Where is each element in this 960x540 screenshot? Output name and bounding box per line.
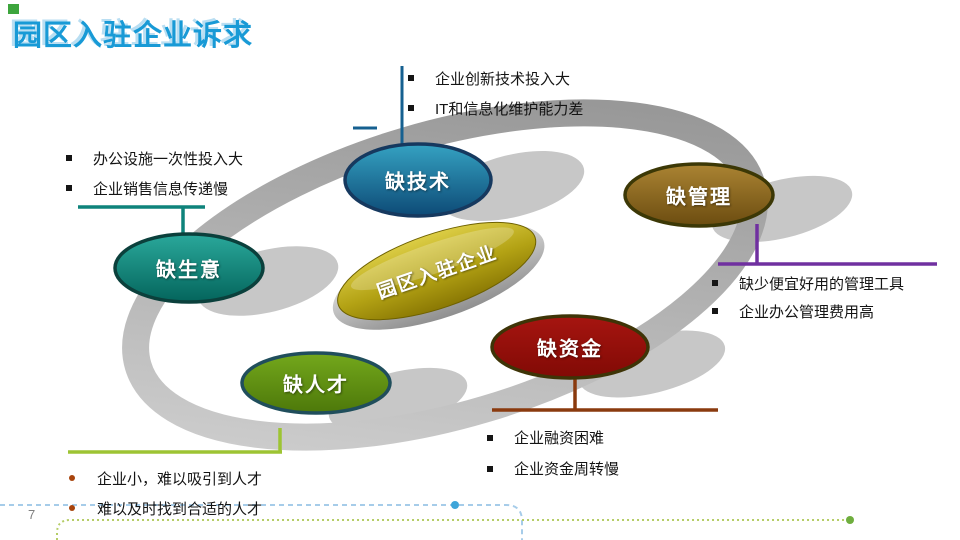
center-gloss xyxy=(350,227,514,291)
footer-green-dot-icon xyxy=(846,516,854,524)
node-funding-label: 缺资金 xyxy=(537,338,603,361)
bullet-text: IT和信息化维护能力差 xyxy=(435,100,584,118)
list-item: 办公设施一次性投入大 xyxy=(66,143,243,173)
footer-blue-dashed-line xyxy=(0,504,523,540)
bullet-text: 办公设施一次性投入大 xyxy=(93,150,244,168)
bullet-square-icon xyxy=(66,155,72,161)
bullet-list-business: 办公设施一次性投入大 企业销售信息传递慢 xyxy=(66,143,243,203)
bullet-text: 企业融资困难 xyxy=(514,430,605,447)
bullet-list-funding: 企业融资困难 企业资金周转慢 xyxy=(487,422,619,484)
bullet-square-icon xyxy=(408,75,414,81)
list-item: 企业资金周转慢 xyxy=(487,453,619,484)
bullet-square-icon xyxy=(712,280,718,286)
bullet-list-management: 缺少便宜好用的管理工具 企业办公管理费用高 xyxy=(712,269,904,325)
bullet-square-icon xyxy=(487,434,493,441)
bullet-square-icon xyxy=(712,308,718,314)
bullet-text: 企业创新技术投入大 xyxy=(435,70,571,88)
list-item: 缺少便宜好用的管理工具 xyxy=(712,269,904,297)
bullet-list-tech: 企业创新技术投入大 IT和信息化维护能力差 xyxy=(408,63,583,123)
bullet-text: 企业办公管理费用高 xyxy=(739,303,875,321)
bullet-text: 企业小，难以吸引到人才 xyxy=(97,470,263,488)
bullet-text: 难以及时找到合适的人才 xyxy=(97,500,263,518)
bullet-dot-icon xyxy=(69,475,75,481)
bullet-text: 企业资金周转慢 xyxy=(514,461,620,478)
bullet-square-icon xyxy=(408,105,414,111)
corner-square-icon xyxy=(8,4,19,14)
list-item: 企业小，难以吸引到人才 xyxy=(69,463,262,493)
bullet-dot-icon xyxy=(69,505,75,511)
page-number: 7 xyxy=(28,507,36,522)
footer-green-dotted-line xyxy=(56,519,848,540)
node-tech-label: 缺技术 xyxy=(385,171,451,194)
center-body xyxy=(337,221,537,321)
list-item: 企业创新技术投入大 xyxy=(408,63,583,93)
node-business-label: 缺生意 xyxy=(156,259,222,282)
footer-blue-dot-icon xyxy=(451,501,459,509)
node-center xyxy=(332,221,545,330)
node-management-label: 缺管理 xyxy=(666,186,732,209)
bullet-square-icon xyxy=(66,185,72,191)
node-business xyxy=(113,232,265,304)
node-talent-label: 缺人才 xyxy=(283,374,349,397)
node-management xyxy=(623,162,775,228)
list-item: 企业办公管理费用高 xyxy=(712,297,904,325)
list-item: 企业销售信息传递慢 xyxy=(66,173,243,203)
bullet-text: 企业销售信息传递慢 xyxy=(93,180,229,198)
bullet-text: 缺少便宜好用的管理工具 xyxy=(739,275,905,293)
node-talent xyxy=(240,351,392,415)
list-item: IT和信息化维护能力差 xyxy=(408,93,583,123)
bullet-list-talent: 企业小，难以吸引到人才 难以及时找到合适的人才 xyxy=(69,463,262,523)
node-funding xyxy=(490,314,650,380)
bullet-square-icon xyxy=(487,465,493,472)
node-tech xyxy=(343,142,493,218)
list-item: 难以及时找到合适的人才 xyxy=(69,493,262,523)
page-title: 园区入驻企业诉求 xyxy=(13,20,254,52)
list-item: 企业融资困难 xyxy=(487,422,619,453)
